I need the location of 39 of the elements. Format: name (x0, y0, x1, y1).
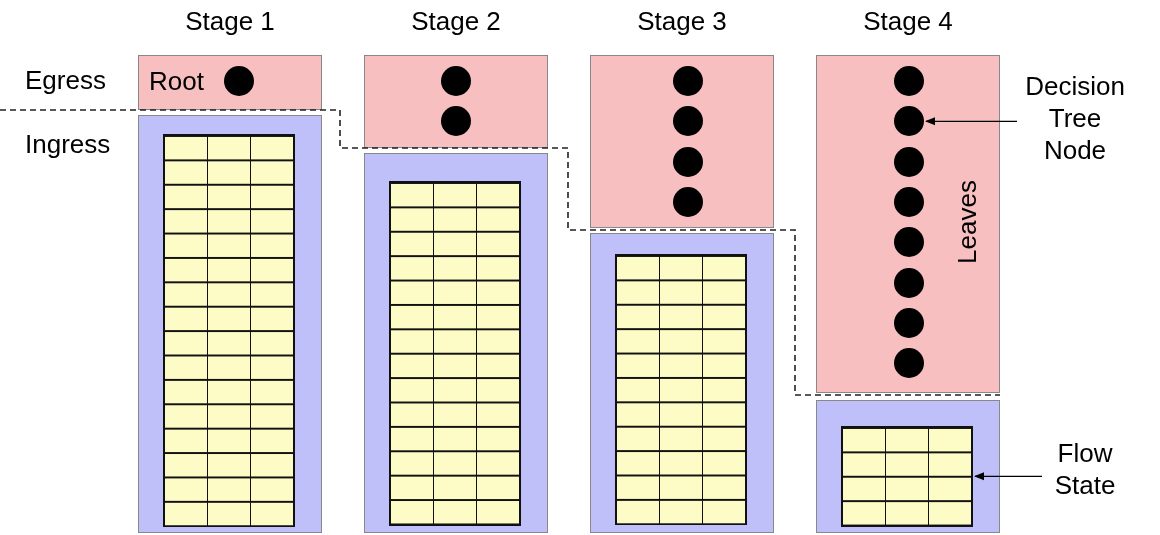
ingress-region (364, 153, 548, 533)
leaves-label: Leaves (950, 180, 983, 264)
tree-node-dot (894, 227, 924, 258)
leader-line (973, 472, 1043, 481)
egress-region (590, 55, 774, 228)
tree-node-dot (673, 66, 703, 96)
tree-node-dot (441, 66, 471, 96)
state-table (615, 254, 747, 526)
stage-heading: Stage 3 (636, 6, 728, 37)
tree-node-dot (673, 147, 703, 177)
stage-heading: Stage 2 (410, 6, 502, 37)
tree-node-dot (894, 186, 924, 217)
tree-node-dot (894, 348, 924, 379)
ingress-region (816, 400, 1000, 533)
root-label: Root (149, 65, 204, 97)
stage-heading: Stage 4 (862, 6, 954, 37)
tree-node-dot (894, 146, 924, 177)
egress-region (364, 55, 548, 148)
state-table (841, 426, 973, 527)
callout-text: Decision Tree Node (1015, 70, 1135, 166)
state-table (163, 134, 295, 528)
tree-node-dot (441, 106, 471, 136)
stage-heading: Stage 1 (184, 6, 276, 37)
tree-node-dot (224, 66, 254, 96)
tree-node-dot (894, 106, 924, 137)
leader-line (924, 117, 1018, 126)
ingress-region (138, 115, 322, 533)
tree-node-dot (894, 307, 924, 338)
tree-node-dot (894, 66, 924, 96)
tree-node-dot (894, 267, 924, 298)
tree-node-dot (673, 106, 703, 136)
egress-region (816, 55, 1000, 393)
egress-region (138, 55, 322, 110)
callout-text: Flow State (1040, 437, 1130, 501)
tree-node-dot (673, 187, 703, 217)
region-label: Ingress (25, 128, 111, 160)
region-label: Egress (25, 64, 106, 96)
state-table (389, 181, 521, 526)
ingress-region (590, 233, 774, 533)
